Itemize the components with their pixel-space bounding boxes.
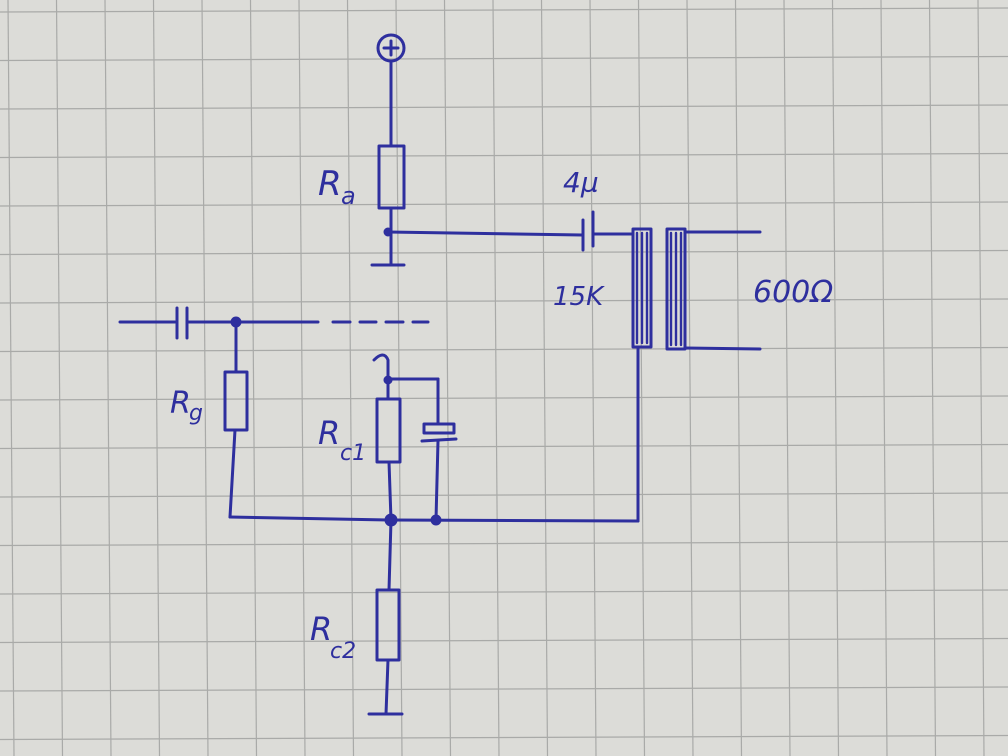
grid-line-horizontal <box>0 492 1008 498</box>
node-bus-cap <box>430 514 442 526</box>
grid-line-horizontal <box>0 249 1008 256</box>
wire-bottom-bus <box>389 518 640 523</box>
label-rg-main: R <box>170 386 191 421</box>
grid-line-vertical <box>104 0 112 756</box>
transformer-secondary-winding <box>665 227 687 351</box>
grid-line-vertical <box>831 0 840 756</box>
grid-line-vertical <box>346 0 355 756</box>
grid-line-vertical <box>152 0 161 756</box>
label-ra-main: R <box>318 164 342 204</box>
grid-line-horizontal <box>0 7 1008 13</box>
grid-line-horizontal <box>0 201 1008 207</box>
grid-line-vertical <box>880 0 888 756</box>
grid-line-vertical <box>443 0 452 756</box>
secondary-lead-bottom <box>683 346 762 351</box>
label-rc1-main: R <box>318 414 340 452</box>
grid-line-horizontal <box>0 637 1008 644</box>
grid-line-vertical <box>249 0 258 756</box>
grid-line-vertical <box>589 0 597 756</box>
transformer-primary-winding <box>631 227 653 349</box>
grid-line-vertical <box>298 0 306 756</box>
grid-line-horizontal <box>0 540 1008 547</box>
label-rc2: R c2 <box>310 610 356 664</box>
grid-line-horizontal <box>0 104 1008 110</box>
grid-line-horizontal <box>0 395 1008 401</box>
grid-line-vertical <box>637 0 646 756</box>
grid-line-vertical <box>540 0 549 756</box>
resistor-rg <box>223 370 249 432</box>
label-rg-sub: g <box>189 401 203 426</box>
wire-rg-bottom <box>228 515 393 522</box>
wire-anode-cap <box>386 230 584 237</box>
grid-line-horizontal <box>0 443 1008 450</box>
grid-line-vertical <box>201 0 209 756</box>
resistor-rc1 <box>375 397 402 464</box>
grid-line-horizontal <box>0 55 1008 62</box>
wire-rg-ground <box>228 428 237 519</box>
grid-line-horizontal <box>0 589 1008 595</box>
label-rc1-sub: c1 <box>340 441 366 466</box>
grid-line-vertical <box>55 0 64 756</box>
supply-terminal: + <box>376 33 406 63</box>
capacitor-electrolytic <box>420 422 458 443</box>
grid-line-horizontal <box>0 686 1008 692</box>
grid-line-vertical <box>928 0 937 756</box>
grid-line-vertical <box>734 0 743 756</box>
label-rc1: R c1 <box>318 414 366 466</box>
label-transformer-primary: 15K <box>553 282 605 312</box>
grid-line-horizontal <box>0 734 1008 741</box>
label-transformer-secondary: 600Ω <box>753 275 833 310</box>
grid-line-vertical <box>977 0 985 756</box>
grid-line-horizontal <box>0 346 1008 353</box>
wire-bus-rc2 <box>387 518 393 592</box>
resistor-ra <box>377 144 406 210</box>
grid-line-horizontal <box>0 152 1008 159</box>
label-rc2-main: R <box>310 610 332 648</box>
capacitor-input <box>175 306 189 340</box>
tube-cathode <box>372 353 390 382</box>
resistor-rc2 <box>375 588 401 662</box>
label-coupling-cap: 4µ <box>563 166 599 199</box>
grid-line-horizontal <box>0 298 1008 304</box>
label-ra: R a <box>318 164 356 210</box>
grid-line-vertical <box>7 0 15 756</box>
label-rg: R g <box>170 386 203 426</box>
capacitor-4u <box>581 210 595 252</box>
wire-rc2-ground <box>384 658 390 716</box>
label-rc2-sub: c2 <box>330 639 356 664</box>
grid-line-vertical <box>686 0 694 756</box>
grid-line-vertical <box>492 0 500 756</box>
wire-cap-bottom <box>434 439 440 522</box>
label-ra-sub: a <box>341 182 356 210</box>
grid-line-vertical <box>783 0 791 756</box>
